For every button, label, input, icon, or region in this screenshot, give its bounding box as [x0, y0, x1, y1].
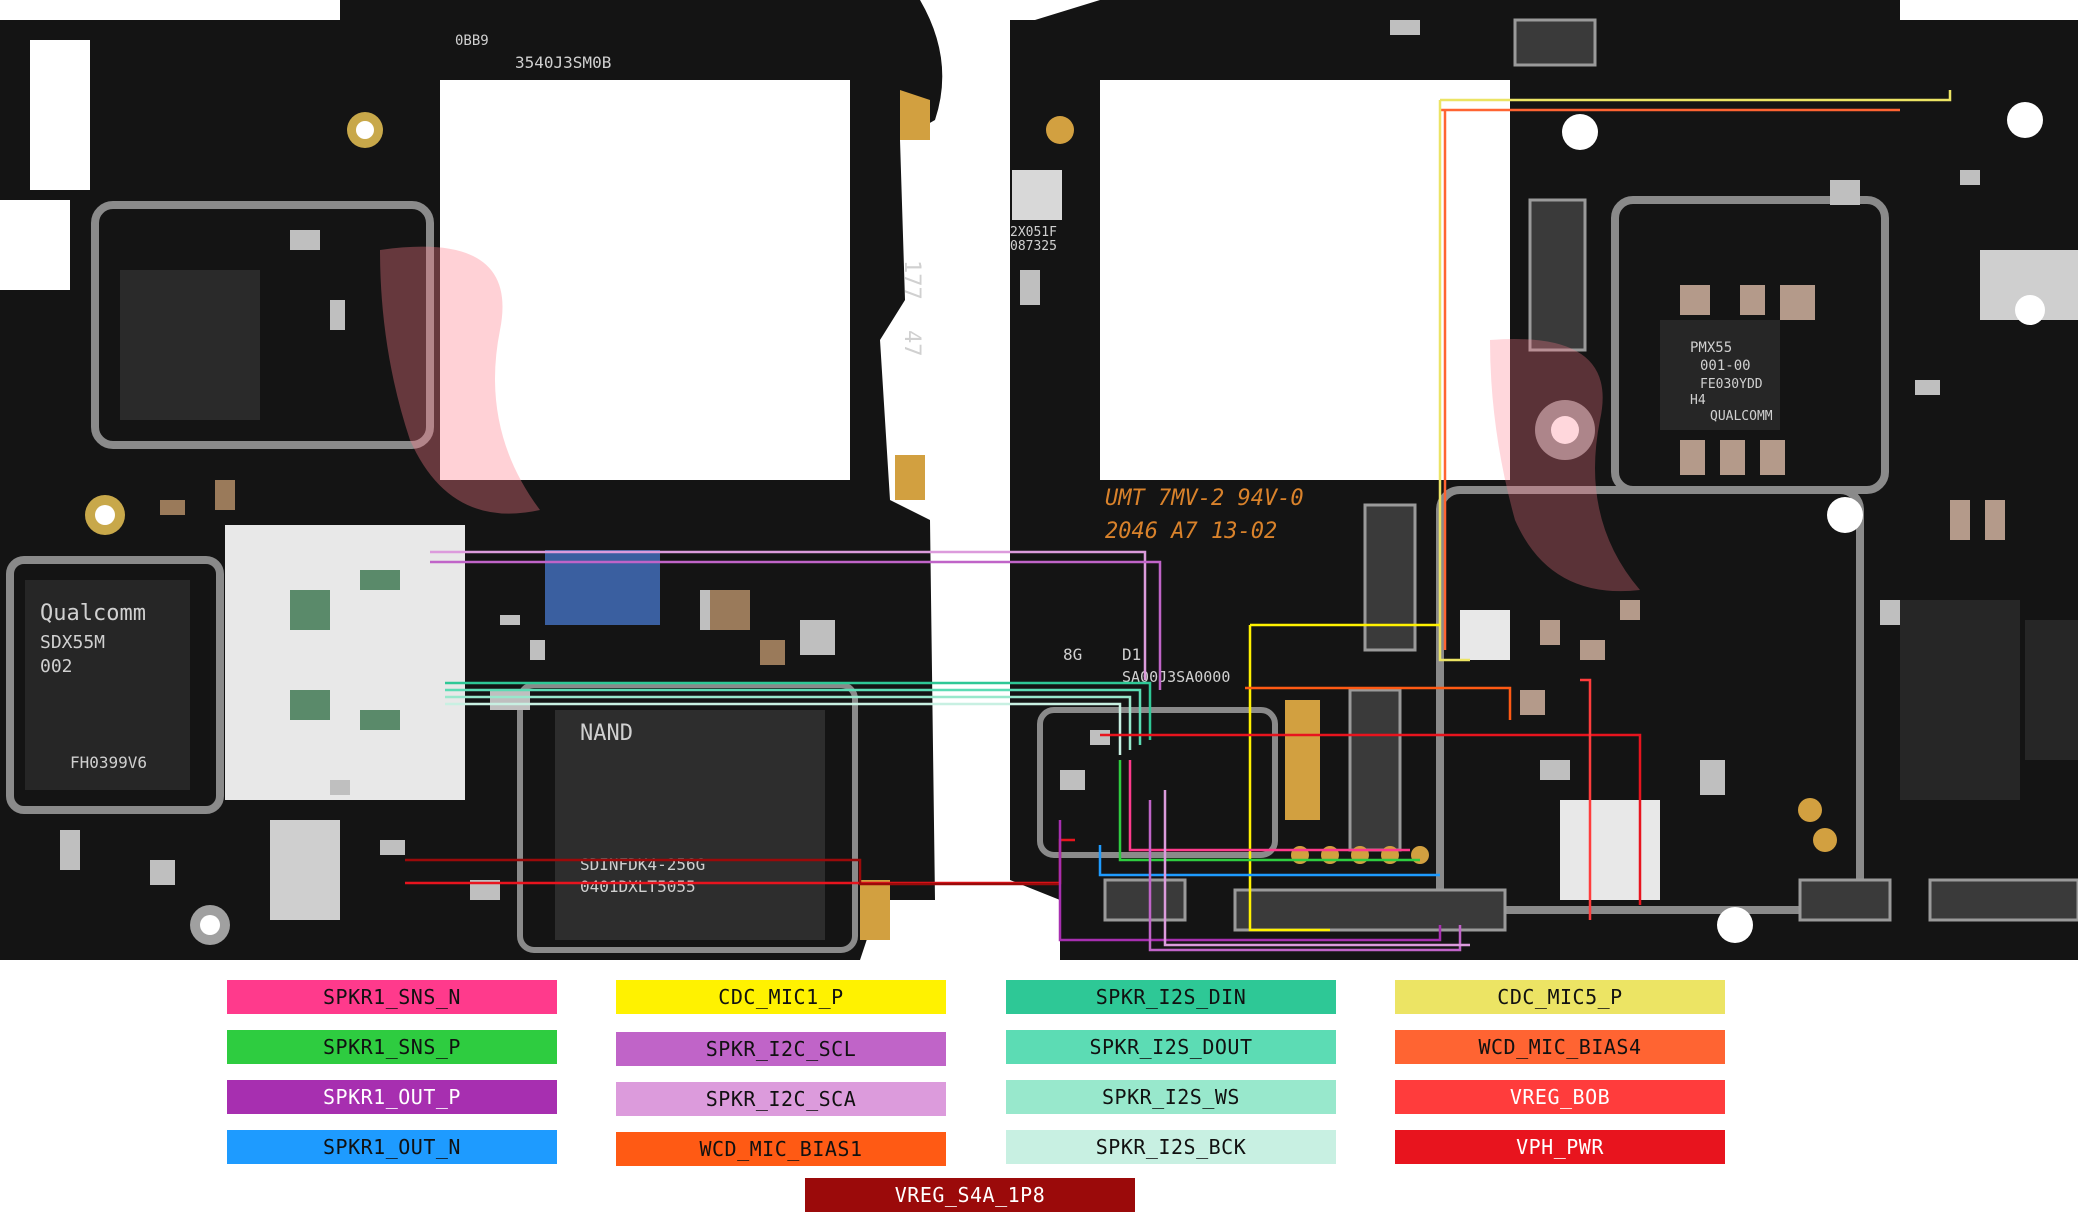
- legend-label: SPKR_I2S_WS: [1102, 1085, 1240, 1109]
- chip-label-sdx55m: SDX55M: [40, 632, 105, 653]
- chip-label-pmx-lot: H4: [1690, 393, 1706, 408]
- legend-item-spkr-i2s-dout: SPKR_I2S_DOUT: [1006, 1030, 1336, 1064]
- legend-item-spkr-i2s-ws: SPKR_I2S_WS: [1006, 1080, 1336, 1114]
- chip-sdx55m: [25, 580, 190, 790]
- chip-label-qualcomm-pmx: PMX55: [1690, 340, 1732, 356]
- legend-item-vreg-s4a-1p8: VREG_S4A_1P8: [805, 1178, 1135, 1212]
- connector-bottom: [1233, 888, 1507, 932]
- legend-label: SPKR1_OUT_P: [323, 1085, 461, 1109]
- legend-label: SPKR1_SNS_N: [323, 985, 461, 1009]
- legend-item-vph-pwr: VPH_PWR: [1395, 1130, 1725, 1164]
- board-marking-part: SA00J3SA0000: [1122, 668, 1230, 686]
- legend-label: SPKR_I2C_SCL: [705, 1037, 857, 1061]
- chip-label-nand-lot: 0401DXLT5055: [580, 877, 696, 896]
- signal-traces: [405, 90, 1952, 952]
- chip-label-0bb9: 0BB9: [455, 33, 489, 49]
- board-marking-2x051f: 2X051F: [1010, 225, 1057, 240]
- legend-item-spkr-i2c-scl: SPKR_I2C_SCL: [616, 1032, 946, 1066]
- chip-label-nand-part: SDINFDK4-256G: [580, 855, 705, 874]
- chip-nand: [555, 710, 825, 940]
- chip-label-002: 002: [40, 656, 73, 677]
- legend-label: SPKR_I2S_DOUT: [1089, 1035, 1253, 1059]
- legend-item-cdc-mic5-p: CDC_MIC5_P: [1395, 980, 1725, 1014]
- legend-label: SPKR_I2S_DIN: [1095, 985, 1247, 1009]
- legend-item-wcd-mic-bias4: WCD_MIC_BIAS4: [1395, 1030, 1725, 1064]
- left-board: Qualcomm SDX55M 002 FH0399V6 NAND SDINFD…: [0, 0, 943, 960]
- board-marking-umt: UMT 7MV-2 94V-0: [1105, 486, 1304, 511]
- chip-label-qualcomm: Qualcomm: [40, 601, 146, 626]
- legend-item-spkr-i2s-bck: SPKR_I2S_BCK: [1006, 1130, 1336, 1164]
- legend-label: SPKR1_OUT_N: [323, 1135, 461, 1159]
- chip-qualcomm-top: [120, 270, 260, 420]
- board-marking-087325: 087325: [1010, 239, 1057, 254]
- bga-area-right: [1560, 800, 1660, 900]
- legend-item-cdc-mic1-p: CDC_MIC1_P: [616, 980, 946, 1014]
- legend-item-spkr1-out-p: SPKR1_OUT_P: [227, 1080, 557, 1114]
- chip-label-pmx-h4: QUALCOMM: [1710, 409, 1773, 424]
- right-cutout: [1100, 80, 1510, 480]
- board-label-177: 177: [899, 260, 924, 300]
- board-label-47: 47: [899, 330, 924, 357]
- chip-label-pmx-rev: FE030YDD: [1700, 377, 1763, 392]
- pcb-diagram: Qualcomm SDX55M 002 FH0399V6 NAND SDINFD…: [0, 0, 2078, 960]
- legend-label: VREG_BOB: [1509, 1085, 1611, 1109]
- board-marking-date: 2046 A7 13-02: [1105, 519, 1277, 544]
- connector-vertical-1: [1363, 503, 1417, 652]
- left-cutout: [440, 80, 850, 480]
- legend-label: WCD_MIC_BIAS4: [1478, 1035, 1642, 1059]
- board-marking-d1: D1: [1122, 645, 1141, 664]
- legend-label: WCD_MIC_BIAS1: [699, 1137, 863, 1161]
- legend-item-spkr1-sns-n: SPKR1_SNS_N: [227, 980, 557, 1014]
- chip-label-nand: NAND: [580, 721, 633, 746]
- chip-label-pmx55: 001-00: [1700, 358, 1751, 374]
- chip-label-lot: FH0399V6: [70, 753, 147, 772]
- connector-top-right: [1528, 198, 1587, 352]
- legend-label: SPKR_I2C_SCA: [705, 1087, 857, 1111]
- board-code-left: 3540J3SM0B: [515, 53, 611, 72]
- legend-label: VREG_S4A_1P8: [894, 1183, 1046, 1207]
- right-board: PMX55 001-00 FE030YDD H4 QUALCOMM UMT 7M…: [1010, 0, 2078, 960]
- legend-label: SPKR_I2S_BCK: [1095, 1135, 1247, 1159]
- legend-label: CDC_MIC1_P: [718, 985, 844, 1009]
- legend-label: CDC_MIC5_P: [1497, 985, 1623, 1009]
- legend-item-spkr-i2c-sca: SPKR_I2C_SCA: [616, 1082, 946, 1116]
- legend-item-spkr1-sns-p: SPKR1_SNS_P: [227, 1030, 557, 1064]
- legend-item-wcd-mic-bias1: WCD_MIC_BIAS1: [616, 1132, 946, 1166]
- legend-item-spkr-i2s-din: SPKR_I2S_DIN: [1006, 980, 1336, 1014]
- legend-item-vreg-bob: VREG_BOB: [1395, 1080, 1725, 1114]
- legend-label: VPH_PWR: [1516, 1135, 1604, 1159]
- legend-label: SPKR1_SNS_P: [323, 1035, 461, 1059]
- chip-pmx55: [1660, 320, 1780, 430]
- board-marking-8g: 8G: [1063, 645, 1082, 664]
- bga-area-left: [225, 525, 465, 800]
- legend-item-spkr1-out-n: SPKR1_OUT_N: [227, 1130, 557, 1164]
- connector-vertical-2: [1348, 688, 1402, 852]
